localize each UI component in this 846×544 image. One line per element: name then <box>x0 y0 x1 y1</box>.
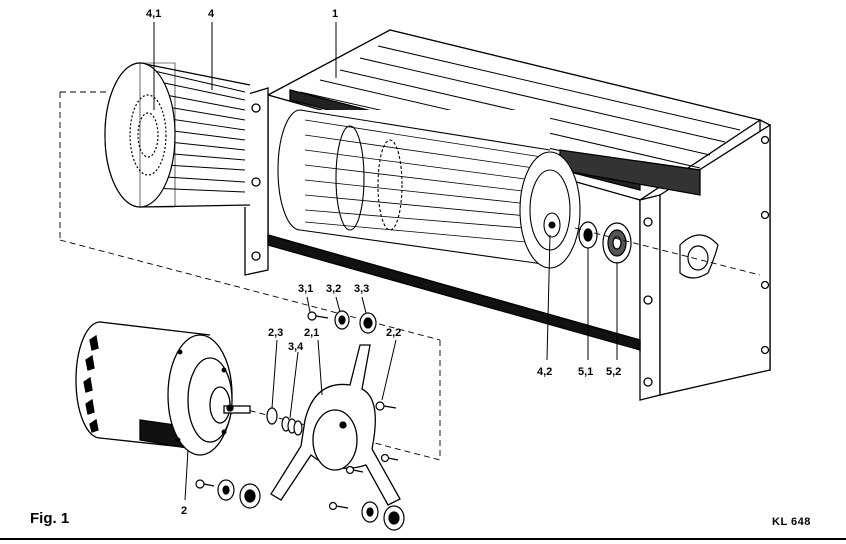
drawing-code: KL 648 <box>772 516 811 528</box>
label-1: 1 <box>332 8 338 20</box>
label-5-1: 5,1 <box>578 366 593 378</box>
mounting-bracket <box>270 344 401 506</box>
bearing-5-2 <box>602 222 632 264</box>
impeller-wheel-inner <box>277 109 581 269</box>
label-4-2: 4,2 <box>537 366 552 378</box>
label-5-2: 5,2 <box>606 366 621 378</box>
label-3-4: 3,4 <box>288 341 304 353</box>
label-2: 2 <box>181 505 187 517</box>
leader-lines <box>153 22 618 501</box>
figure-caption: Fig. 1 <box>30 510 70 527</box>
bottom-rule <box>0 538 846 540</box>
impeller-wheel-left <box>104 62 251 208</box>
label-3-1: 3,1 <box>298 283 313 295</box>
label-3-2: 3,2 <box>326 283 341 295</box>
label-4: 4 <box>208 8 215 20</box>
screws-and-washers <box>195 310 405 531</box>
motor <box>75 321 251 456</box>
label-2-1: 2,1 <box>304 327 319 339</box>
label-4-1: 4,1 <box>146 8 161 20</box>
label-2-2: 2,2 <box>386 327 401 339</box>
label-2-3: 2,3 <box>268 327 283 339</box>
bearing-5-1 <box>578 221 598 249</box>
label-3-3: 3,3 <box>354 283 369 295</box>
bearing-clip <box>679 234 719 279</box>
mounting-holes <box>251 103 770 387</box>
